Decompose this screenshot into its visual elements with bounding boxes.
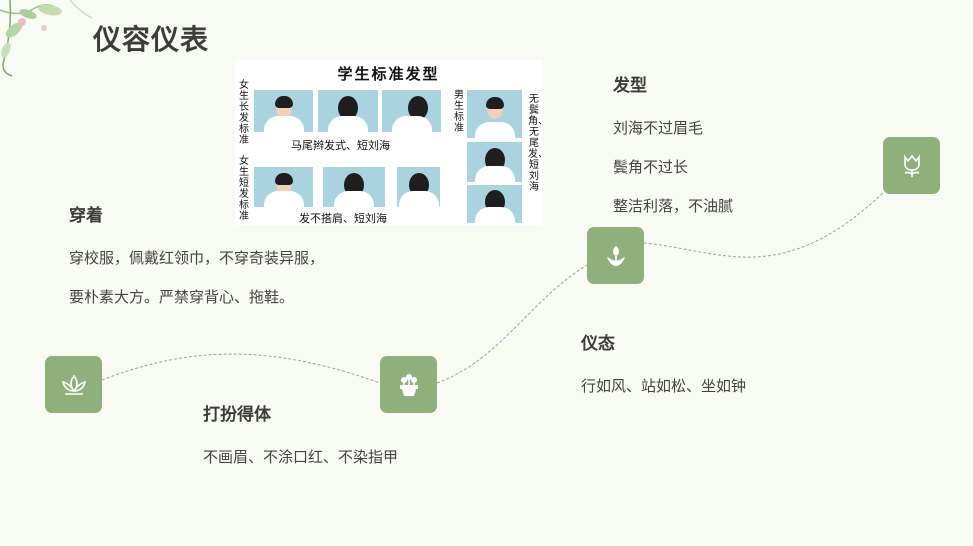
photo-boy-side [467, 142, 522, 182]
photo-boy-front [467, 90, 522, 138]
photo-boy-back [467, 185, 522, 223]
grooming-line-1: 不画眉、不涂口红、不染指甲 [203, 448, 399, 466]
tulip-icon [883, 137, 940, 194]
flower-pot-icon [380, 356, 437, 413]
page-title: 仪容仪表 [93, 23, 210, 56]
floral-corner-decoration [0, 0, 93, 77]
hair-heading: 发型 [613, 76, 647, 96]
label-girl-short: 女生短发标准 [239, 156, 249, 222]
photo-girl-short-side [397, 167, 440, 207]
posture-heading: 仪态 [581, 334, 615, 354]
photo-panel-title: 学生标准发型 [337, 65, 440, 83]
hair-line-1: 刘海不过眉毛 [613, 119, 704, 137]
photo-girl-long-side [382, 90, 441, 132]
grooming-heading: 打扮得体 [203, 405, 271, 425]
caption-long: 马尾辫发式、短刘海 [291, 139, 390, 152]
photo-girl-short-back [323, 167, 385, 207]
hairstyle-photo-panel: 学生标准发型 女生长发标准 女生短发标准 男生标准 无鬓角、无尾发、短刘海 马尾… [235, 60, 548, 225]
posture-line-1: 行如风、站如松、坐如钟 [581, 377, 747, 395]
tulip-hand-icon [587, 227, 644, 284]
label-girl-long: 女生长发标准 [239, 80, 249, 146]
clothing-line-2: 要朴素大方。严禁穿背心、拖鞋。 [69, 288, 295, 306]
hair-line-2: 鬓角不过长 [613, 158, 689, 176]
label-boy-right: 无鬓角、无尾发、短刘海 [528, 94, 548, 193]
photo-girl-long-front [254, 90, 313, 132]
photo-girl-long-back [318, 90, 378, 132]
clothing-heading: 穿着 [69, 206, 103, 226]
label-boy: 男生标准 [454, 90, 464, 134]
lotus-icon [45, 356, 102, 413]
caption-short: 发不搭肩、短刘海 [299, 212, 387, 225]
hair-line-3: 整洁利落，不油腻 [613, 197, 734, 215]
clothing-line-1: 穿校服，佩戴红领巾，不穿奇装异服， [69, 249, 325, 267]
photo-girl-short-front [254, 167, 313, 207]
